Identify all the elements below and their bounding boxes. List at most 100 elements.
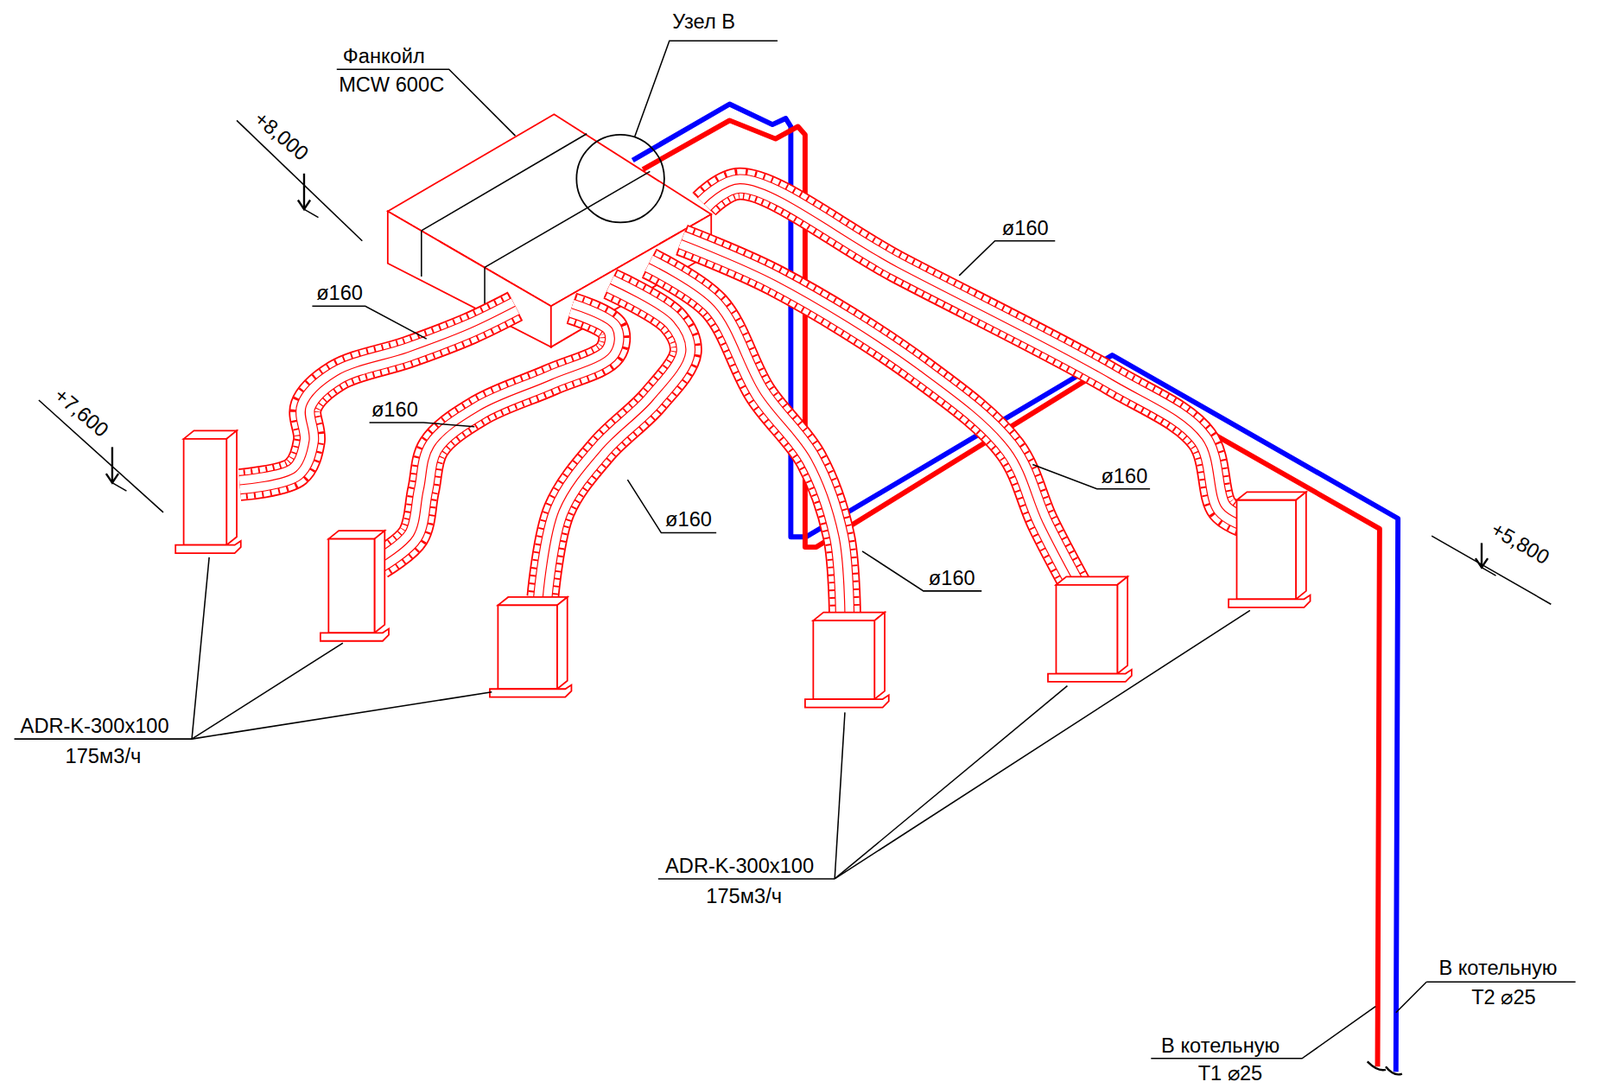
diffuser-face	[497, 604, 558, 689]
elevation-tick	[112, 482, 127, 491]
detail-callout: Узел В	[670, 10, 737, 33]
duct-layer	[681, 240, 1077, 588]
leader-line	[862, 551, 982, 591]
flexible-duct	[379, 308, 615, 564]
duct-layer	[681, 240, 1077, 588]
leader-line	[191, 642, 343, 739]
leader-line	[834, 711, 845, 879]
elevation-stem	[303, 173, 305, 210]
diffuser-face	[374, 530, 385, 633]
diffuser	[175, 430, 242, 553]
pipe-destination: В котельную	[1159, 1033, 1283, 1056]
return-pipe	[632, 103, 1398, 1072]
diffuser-face	[874, 612, 885, 699]
leader-line	[191, 557, 210, 739]
leader-line	[634, 40, 778, 137]
diffuser-face	[1047, 669, 1132, 682]
elevation-value: +7,600	[48, 381, 115, 443]
elevation-arrow	[1475, 558, 1488, 568]
leader-line	[1032, 463, 1150, 489]
fancoil-divider	[484, 171, 650, 267]
diffuser-face	[805, 694, 889, 707]
leader-line	[1396, 981, 1427, 1012]
leader-line	[14, 737, 193, 740]
diffuser-face	[320, 628, 389, 642]
duct-layer	[704, 184, 1247, 523]
diffusers	[175, 430, 1310, 707]
elevation-stem	[111, 446, 114, 483]
diffuser-face	[1117, 576, 1128, 674]
pipe-end	[1385, 1066, 1403, 1074]
elevation-arrow	[298, 199, 311, 210]
pipes	[632, 103, 1403, 1074]
diffuser-face	[1237, 500, 1297, 600]
duct-diameter: ø160	[926, 566, 978, 590]
duct-layer	[379, 308, 615, 564]
diffuser	[1047, 576, 1132, 682]
duct-layer	[681, 240, 1077, 588]
diffuser-face	[1055, 576, 1128, 585]
diffuser-face	[184, 438, 228, 546]
diffuser-face	[175, 540, 242, 553]
diffuser-face	[557, 596, 568, 689]
duct-layer	[542, 283, 686, 597]
duct-layer	[542, 283, 686, 597]
flexible-duct	[681, 240, 1077, 588]
air-flow: 175м3/ч	[63, 744, 143, 768]
elevation-tick	[1481, 567, 1497, 576]
elevation-stem	[1480, 542, 1483, 567]
air-flow: 175м3/ч	[704, 884, 784, 908]
duct-diameter: ø160	[663, 507, 715, 531]
diffuser-model: ADR-K-300x100	[18, 714, 172, 737]
duct-layer	[704, 184, 1247, 523]
diffuser-face	[812, 612, 885, 621]
duct-diameter: ø160	[999, 215, 1051, 239]
duct-layer	[681, 240, 1077, 588]
fancoil-divider	[420, 230, 423, 277]
leader-lines	[14, 40, 1576, 1059]
equipment-name: Фанкойл	[340, 44, 427, 68]
elevation-value: +8,000	[248, 105, 315, 166]
pipe-size: T2 ⌀25	[1469, 985, 1538, 1009]
duct-layer	[379, 308, 615, 564]
pipe-end	[1367, 1060, 1386, 1070]
duct-layer	[542, 283, 686, 597]
leader-line	[1426, 980, 1575, 983]
leader-line	[1150, 1006, 1376, 1059]
diffuser	[805, 612, 889, 708]
duct-layer	[542, 283, 686, 597]
fancoil-divider	[421, 133, 587, 231]
diffuser-face	[1055, 584, 1118, 674]
duct-diameter: ø160	[369, 398, 421, 421]
diffuser	[320, 530, 389, 642]
duct-layer	[704, 184, 1247, 523]
pipe-destination: В котельную	[1436, 956, 1560, 979]
flexible-duct	[542, 283, 686, 597]
fancoil-divider	[483, 266, 486, 306]
elevation-value: +5,800	[1485, 516, 1556, 570]
leader-line	[627, 479, 717, 533]
duct-layer	[704, 184, 1247, 523]
duct-layer	[681, 240, 1077, 588]
diffuser-face	[1237, 491, 1307, 500]
duct-layer	[379, 308, 615, 564]
elevation-arrow	[106, 473, 119, 483]
supply-pipe	[642, 120, 1380, 1067]
duct-layer	[379, 308, 615, 564]
leader-line	[958, 241, 1055, 276]
duct-layer	[704, 184, 1247, 523]
duct-diameter: ø160	[314, 281, 366, 305]
flexible-duct	[704, 184, 1247, 523]
diffuser-face	[497, 596, 567, 605]
diffuser	[1228, 491, 1310, 607]
diffuser	[489, 596, 572, 698]
leader-line	[311, 305, 426, 339]
diffuser-face	[328, 539, 375, 634]
detail-circle	[576, 134, 665, 223]
equipment-model: MCW 600C	[336, 73, 447, 96]
leader-line	[336, 69, 516, 136]
diffuser-model: ADR-K-300x100	[663, 854, 817, 877]
diffuser-face	[1295, 491, 1307, 599]
